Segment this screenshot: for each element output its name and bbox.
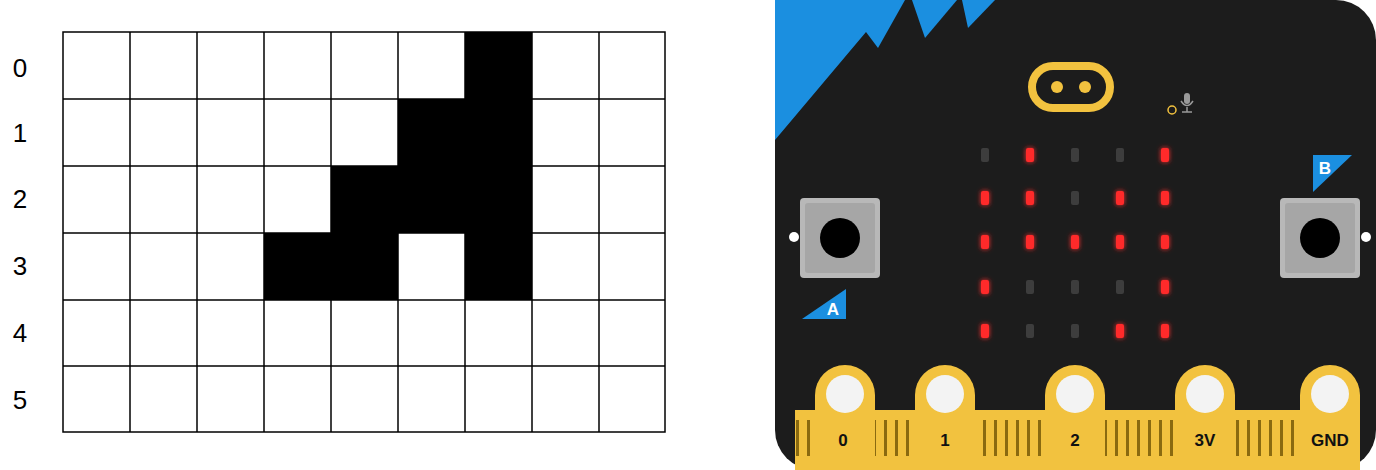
pin-label: 3V [1195,432,1216,449]
row-number: 1 [13,120,27,146]
row-number: 5 [13,387,27,413]
pin-label: 1 [940,432,949,449]
button-label: A [827,301,839,318]
row-number: 0 [13,55,27,81]
row-number: 4 [13,320,27,346]
led-matrix [981,148,1169,338]
microbit-board [775,0,1376,470]
pin-label: 0 [838,432,847,449]
row-number: 2 [13,186,27,212]
pixel-grid [63,32,665,432]
pin-label: 2 [1070,432,1079,449]
button-label: B [1319,160,1331,177]
row-number: 3 [13,253,27,279]
pin-label: GND [1311,432,1349,449]
